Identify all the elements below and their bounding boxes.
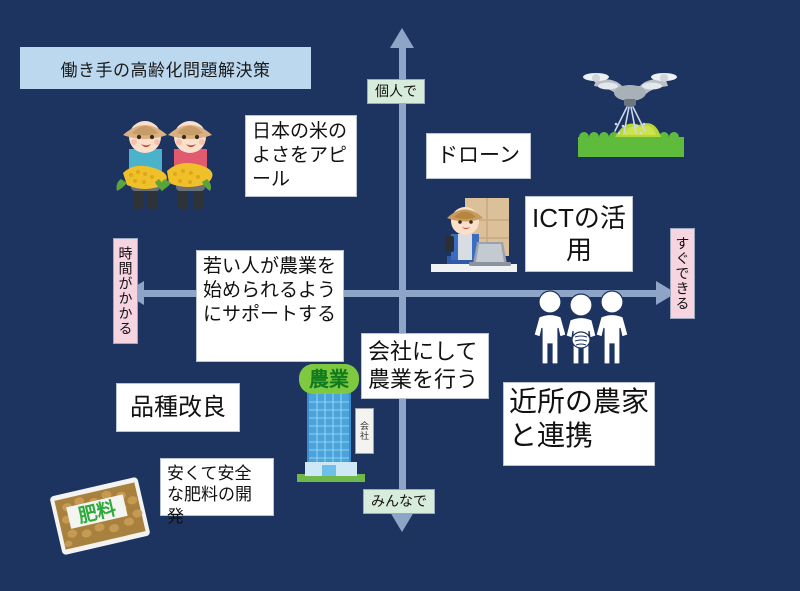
item-neighbor-cooperation[interactable]: 近所の農家と連携 — [503, 382, 655, 466]
svg-text:農業: 農業 — [309, 367, 350, 391]
item-fertilizer-development[interactable]: 安くて安全な肥料の開発 — [160, 458, 274, 526]
agriculture-company-building-illustration: 農業 — [297, 364, 365, 482]
item-drone[interactable]: ドローン — [426, 133, 531, 179]
item-breed-improvement[interactable]: 品種改良 — [116, 383, 240, 432]
arrow-up-icon — [390, 28, 414, 48]
axis-label-right: すぐできる — [670, 228, 695, 319]
axis-label-top: 個人で — [367, 79, 425, 104]
page-title: 働き手の高齢化問題解決策 — [60, 60, 271, 80]
vertical-axis-line — [399, 44, 406, 514]
fertilizer-bag-illustration: 肥料 — [50, 477, 150, 555]
item-rice-appeal[interactable]: 日本の米のよさをアピール — [245, 115, 357, 197]
slide-title-banner: 働き手の高齢化問題解決策 — [20, 47, 311, 89]
axis-label-left: 時間がかかる — [113, 238, 138, 344]
item-support-young[interactable]: 若い人が農業を始められるようにサポートする — [196, 250, 344, 362]
building-side-sign: 会社 — [355, 408, 374, 454]
horizontal-axis-line — [140, 290, 660, 297]
spraying-drone-illustration — [578, 73, 684, 157]
axis-label-bottom: みんなで — [363, 489, 435, 514]
item-ict[interactable]: ICTの活用 — [525, 196, 633, 272]
arrow-down-icon — [390, 512, 414, 532]
farmer-with-laptop-illustration — [431, 198, 517, 272]
item-company-farming[interactable]: 会社にして農業を行う — [361, 333, 489, 399]
three-people-joining-hands-icon — [533, 290, 629, 365]
two-farmers-illustration — [116, 121, 213, 209]
